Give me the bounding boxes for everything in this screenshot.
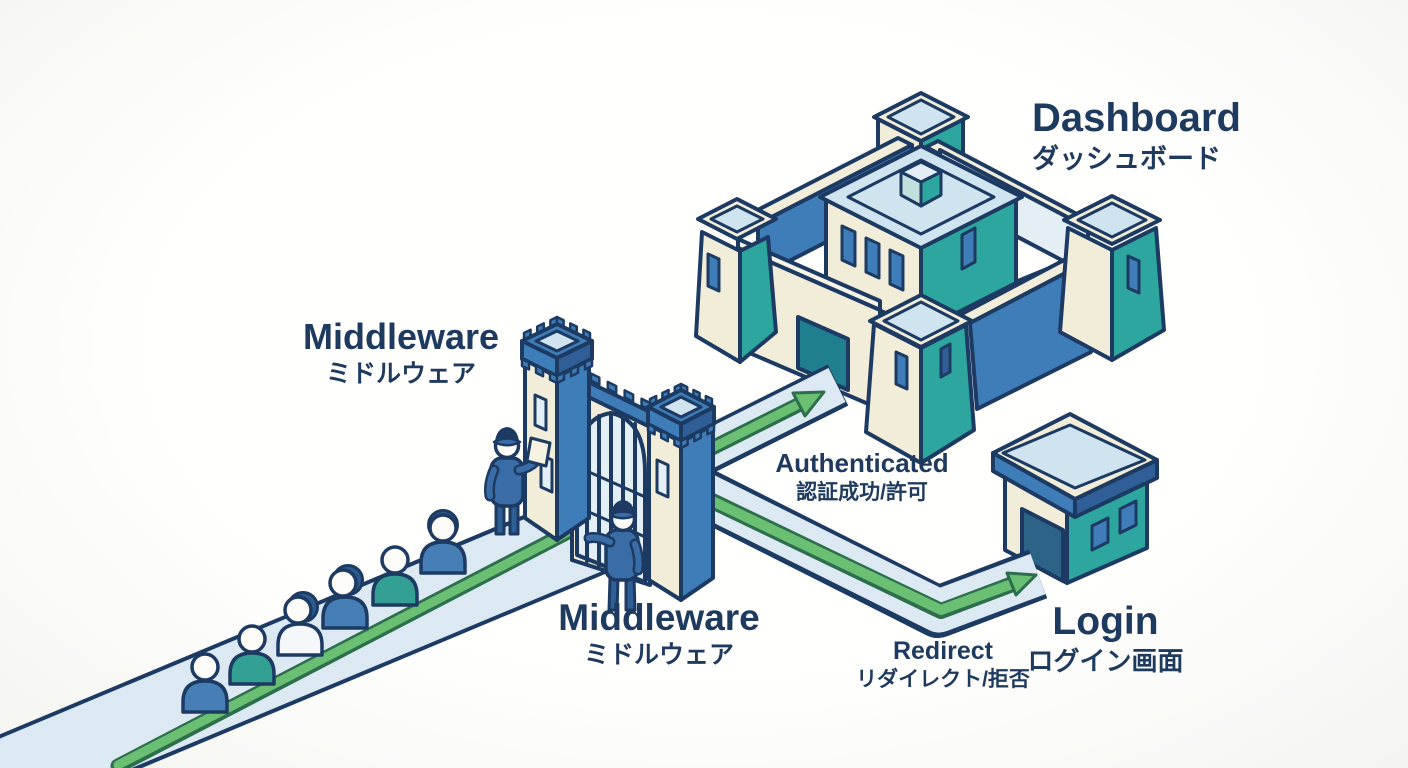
gate-window (533, 393, 548, 432)
keep-window (840, 224, 857, 268)
queue-person (371, 545, 419, 607)
queue-person (228, 624, 276, 686)
login-window (1118, 499, 1138, 535)
label-authenticated-en: Authenticated (775, 448, 949, 478)
label-middleware-top: Middleware ミドルウェア (278, 316, 524, 389)
label-authenticated: Authenticated 認証成功/許可 (748, 448, 976, 505)
tower-window (939, 342, 952, 379)
tower-window (1126, 254, 1141, 295)
battlement-tooth (520, 357, 531, 371)
battlement-tooth (692, 429, 703, 443)
castle-front-tower (864, 293, 976, 465)
guard-figure-gate (583, 500, 645, 612)
label-dashboard: Dashboard ダッシュボード (1032, 96, 1312, 174)
label-authenticated-ja: 認証成功/許可 (796, 481, 928, 505)
battlement-tooth (569, 364, 580, 378)
label-redirect: Redirect リダイレクト/拒否 (843, 637, 1043, 692)
castle-entrance (796, 315, 850, 392)
keep-roof-cube (899, 160, 943, 208)
battlement-tooth (555, 371, 566, 385)
redirect-arrow (698, 490, 1038, 619)
battlement-tooth (659, 429, 670, 443)
castle-left-tower (694, 197, 778, 364)
label-login-en: Login (1052, 600, 1159, 643)
credential-paper (525, 436, 552, 468)
guard-cap (495, 427, 519, 441)
label-redirect-en: Redirect (892, 637, 994, 665)
queue-person (276, 591, 324, 657)
guard-cap (611, 500, 635, 514)
battlement-tooth (583, 357, 594, 371)
queue-person (181, 652, 229, 714)
queue-person (321, 564, 369, 630)
castle-right-tower (1058, 194, 1166, 362)
label-dashboard-en: Dashboard (1032, 96, 1241, 140)
tower-window (706, 252, 721, 293)
battlement-tooth (646, 422, 656, 436)
label-middleware-top-en: Middleware (302, 316, 500, 357)
guard-figure-checking (484, 427, 552, 536)
battlement-tooth (623, 389, 635, 403)
gate-right-tower (647, 423, 715, 602)
label-redirect-ja: リダイレクト/拒否 (856, 668, 1030, 691)
login-house (991, 412, 1159, 585)
battlement-tooth (706, 422, 716, 436)
gate-right-tower-cap (646, 388, 716, 443)
keep-window (864, 236, 881, 280)
queue-arrow (110, 514, 602, 768)
label-middleware-bottom-en: Middleware (558, 597, 760, 638)
label-middleware-bottom: Middleware ミドルウェア (533, 597, 785, 669)
gate-left-tower-cap (520, 322, 594, 378)
keep-window (888, 248, 905, 292)
login-window (1090, 516, 1110, 552)
queue-person (419, 509, 467, 575)
label-dashboard-ja: ダッシュボード (1032, 143, 1221, 174)
keep-window (960, 226, 977, 271)
battlement-tooth (679, 436, 689, 450)
dashboard-castle (694, 91, 1166, 465)
label-login: Login ログイン画面 (1003, 600, 1208, 676)
tower-window (894, 350, 909, 391)
user-queue (181, 509, 467, 714)
label-middleware-bottom-ja: ミドルウェア (583, 641, 734, 670)
battlement-tooth (606, 380, 618, 395)
gate-window (655, 458, 670, 499)
label-login-ja: ログイン画面 (1027, 645, 1184, 676)
battlement-tooth (534, 364, 545, 378)
label-middleware-top-ja: ミドルウェア (325, 360, 476, 389)
